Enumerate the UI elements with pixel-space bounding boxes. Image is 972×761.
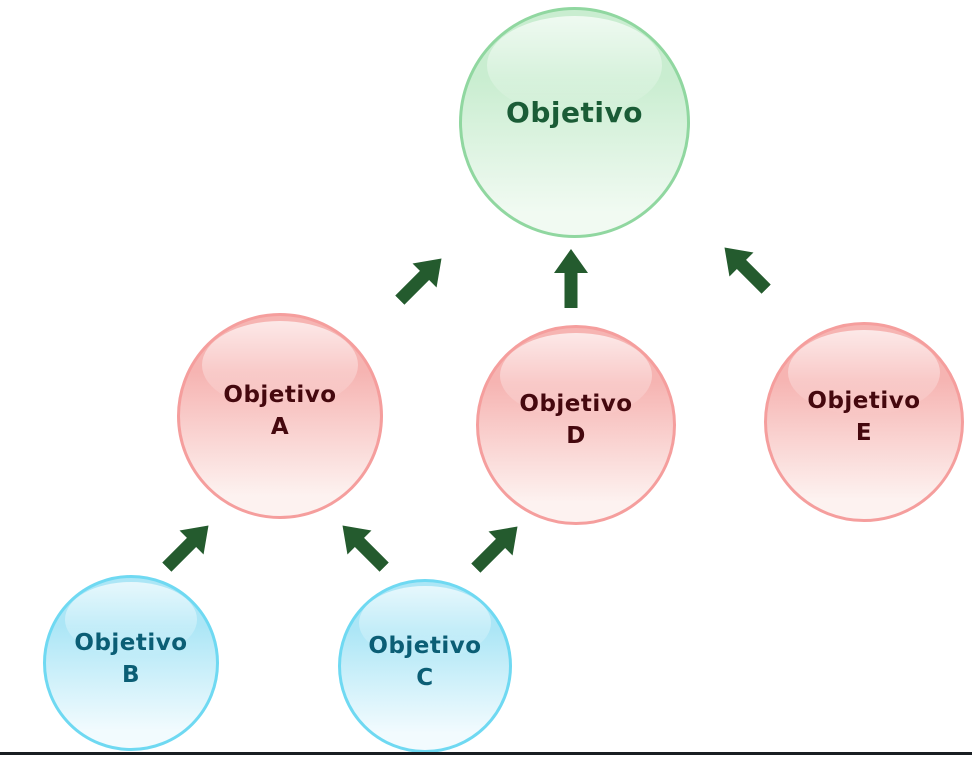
node-objetivo-b: Objetivo B — [43, 575, 219, 751]
node-objetivo-c-label: Objetivo C — [368, 631, 481, 694]
node-label-line2: E — [855, 420, 873, 446]
node-objetivo: Objetivo — [459, 7, 690, 238]
bottom-rule — [0, 752, 972, 755]
arrow-e-to-objetivo-icon — [711, 234, 779, 302]
node-objetivo-b-label: Objetivo B — [74, 628, 187, 691]
node-objetivo-e-label: Objetivo E — [807, 386, 920, 449]
node-label-line2: C — [416, 665, 434, 691]
node-label-line1: Objetivo — [74, 630, 188, 657]
node-label-line1: Objetivo — [519, 391, 633, 418]
node-label-line1: Objetivo — [506, 96, 643, 130]
node-objetivo-e: Objetivo E — [764, 322, 964, 522]
node-objetivo-d: Objetivo D — [476, 325, 676, 525]
arrow-c-to-d-icon — [463, 513, 531, 581]
node-label-line2: A — [270, 414, 290, 440]
arrow-d-to-objetivo-icon — [553, 248, 589, 308]
node-objetivo-d-label: Objetivo D — [519, 389, 632, 452]
arrow-a-to-objetivo-icon — [387, 245, 455, 313]
node-objetivo-a-label: Objetivo A — [223, 380, 336, 443]
node-label-line2: D — [566, 423, 586, 449]
arrow-b-to-a-icon — [154, 512, 222, 580]
node-label-line2: B — [121, 662, 140, 688]
node-objetivo-a: Objetivo A — [177, 313, 383, 519]
node-objetivo-c: Objetivo C — [338, 579, 512, 753]
node-label-line1: Objetivo — [223, 382, 337, 409]
node-objetivo-label: Objetivo — [506, 94, 643, 133]
node-label-line1: Objetivo — [368, 633, 482, 660]
arrow-c-to-a-icon — [329, 512, 397, 580]
node-label-line1: Objetivo — [807, 388, 921, 415]
